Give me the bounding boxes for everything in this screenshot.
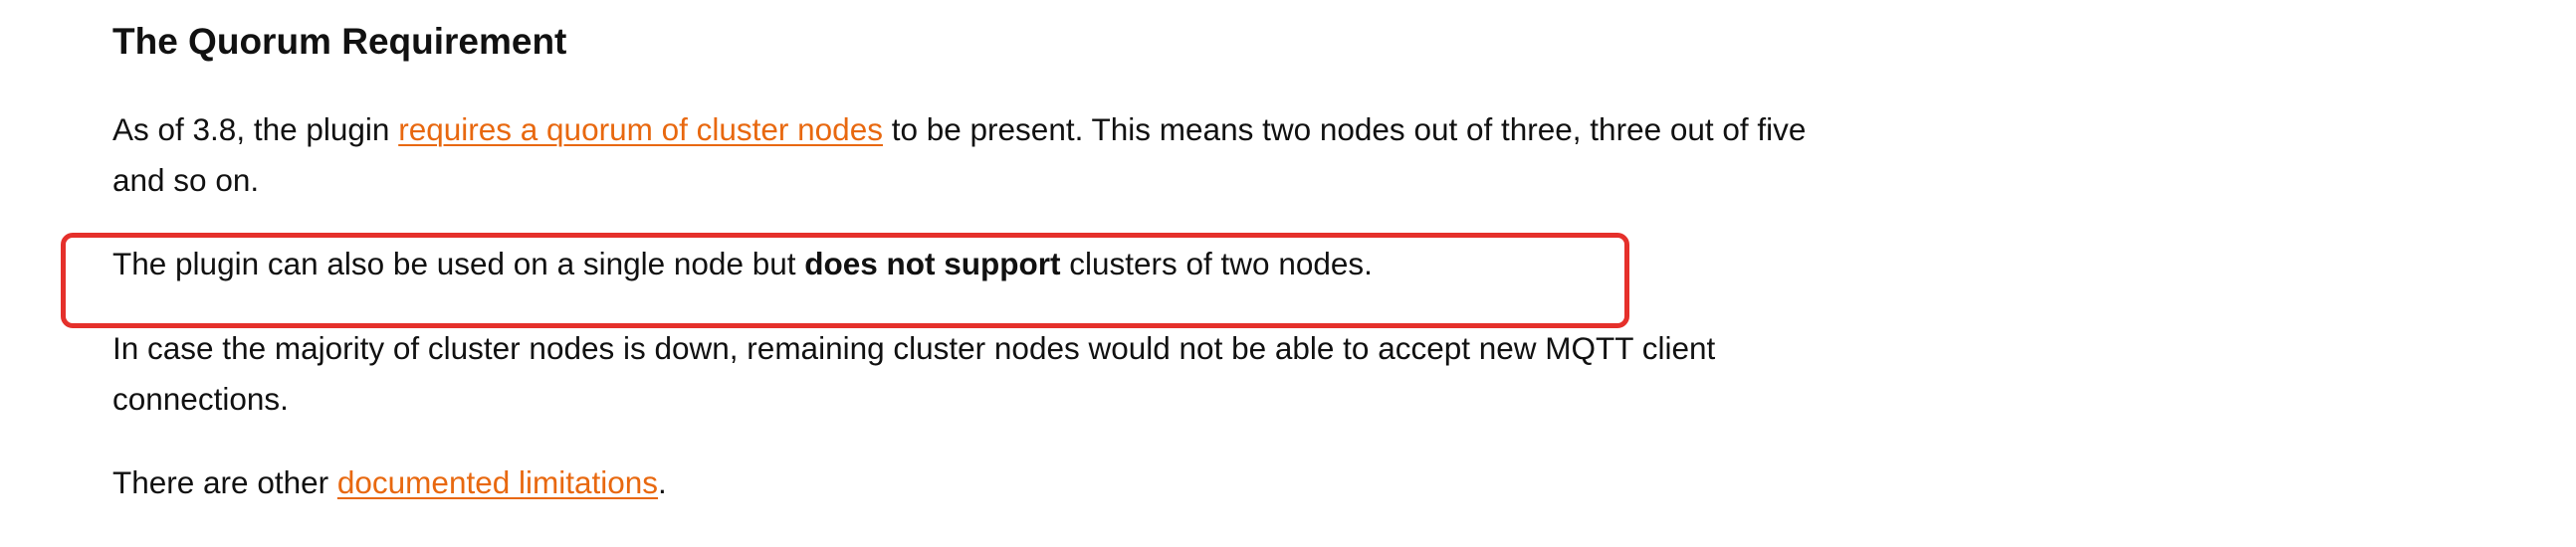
- paragraph-limitations: There are other documented limitations.: [112, 457, 667, 508]
- paragraph-text: As of 3.8, the plugin: [112, 111, 399, 147]
- paragraph-single-node: The plugin can also be used on a single …: [112, 239, 1373, 289]
- paragraph-text: to be present. This means two nodes out …: [882, 111, 1807, 147]
- paragraph-quorum: As of 3.8, the plugin requires a quorum …: [112, 104, 1806, 206]
- paragraph-text: .: [658, 464, 667, 500]
- paragraph-text: and so on.: [112, 162, 260, 198]
- section-heading: The Quorum Requirement: [112, 21, 567, 62]
- paragraph-text: There are other: [112, 464, 337, 500]
- paragraph-text: In case the majority of cluster nodes is…: [112, 330, 1716, 366]
- paragraph-text: clusters of two nodes.: [1060, 246, 1373, 281]
- bold-text: does not support: [804, 246, 1061, 281]
- paragraph-text: The plugin can also be used on a single …: [112, 246, 805, 281]
- quorum-requirement-link[interactable]: requires a quorum of cluster nodes: [398, 111, 883, 147]
- highlight-annotation-box: [61, 233, 1629, 328]
- documented-limitations-link[interactable]: documented limitations: [336, 464, 659, 500]
- paragraph-text: connections.: [112, 381, 289, 417]
- paragraph-majority-down: In case the majority of cluster nodes is…: [112, 323, 1715, 425]
